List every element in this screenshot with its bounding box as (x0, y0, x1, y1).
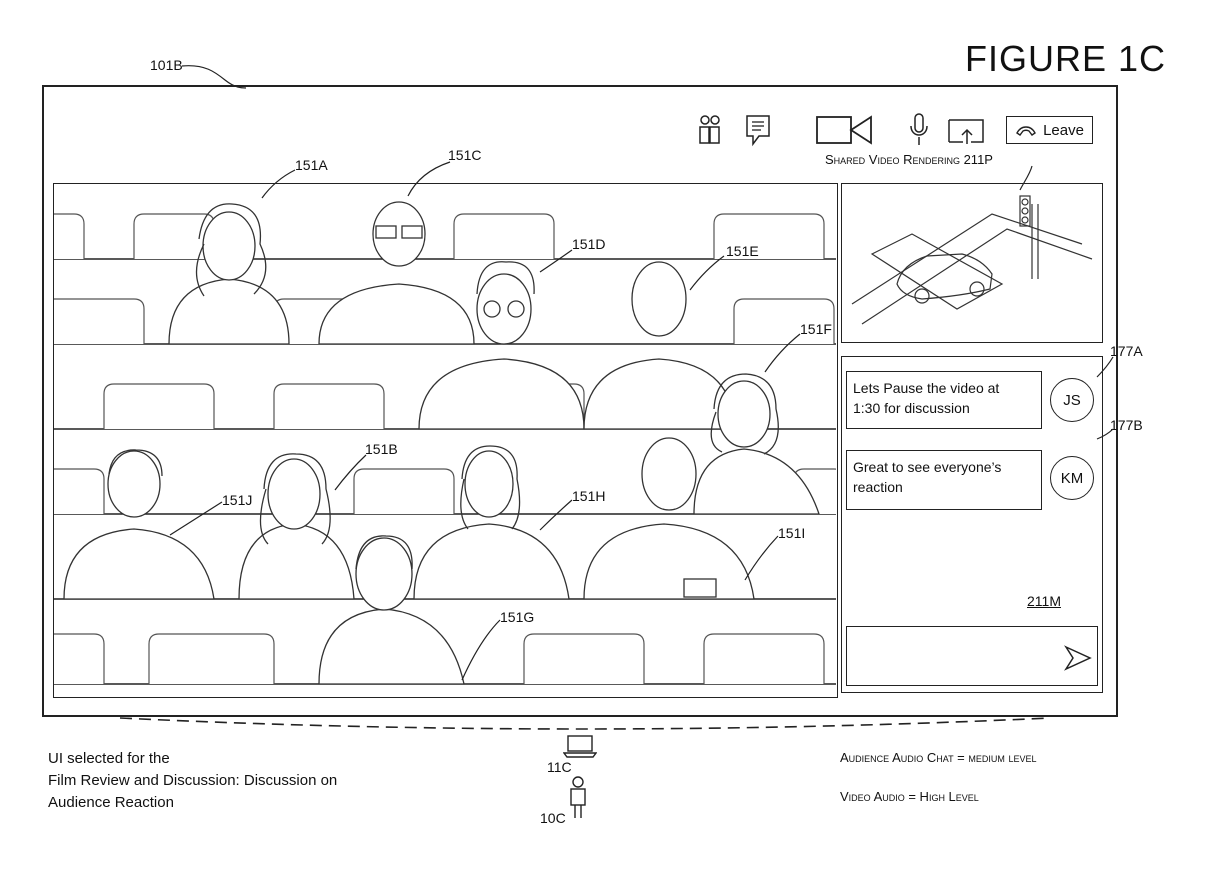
chat-message-text-line: reaction (853, 479, 903, 495)
ref-label-11c: 11C (547, 759, 572, 775)
ui-description: UI selected for the Film Review and Disc… (48, 748, 337, 814)
ref-label-151f: 151F (800, 321, 832, 337)
chat-message-bubble: Lets Pause the video at 1:30 for discuss… (846, 371, 1042, 429)
chat-icon[interactable] (745, 114, 773, 148)
avatar[interactable]: KM (1050, 456, 1094, 500)
chat-panel (841, 356, 1103, 693)
ref-label-151j: 151J (222, 492, 253, 508)
ref-label-151b: 151B (365, 441, 398, 457)
audience-panel (33, 183, 845, 698)
ref-label-151i: 151I (778, 525, 806, 541)
user-icon (566, 776, 590, 820)
chat-input-field[interactable] (846, 626, 1098, 686)
ref-label-211m: 211M (1027, 593, 1061, 609)
meeting-window (42, 85, 1118, 717)
chat-message-bubble: Great to see everyone’s reaction (846, 450, 1042, 510)
message-leader-lines (1096, 356, 1114, 440)
ui-description-line: Film Review and Discussion: Discussion o… (48, 772, 338, 789)
avatar-initials: KM (1060, 469, 1084, 487)
send-icon (1064, 645, 1092, 671)
microphone-icon[interactable] (908, 112, 930, 148)
ref-label-151c: 151C (448, 147, 482, 163)
leave-button[interactable]: Leave (1006, 116, 1093, 144)
ref-label-151g: 151G (500, 609, 535, 625)
participants-icon[interactable] (697, 114, 723, 146)
shared-video-label: Shared Video Rendering 211P (825, 152, 993, 167)
chat-message-text-line: Lets Pause the video at (853, 380, 1000, 396)
figure-title: FIGURE 1C (965, 38, 1167, 79)
video-scene-illustration (851, 195, 1093, 325)
ref-label-151a: 151A (295, 157, 328, 173)
ref-label-177b: 177B (1110, 417, 1143, 433)
chat-message-text-line: 1:30 for discussion (853, 400, 970, 416)
ref-label-177a: 177A (1110, 343, 1143, 359)
ref-label-ui: 101B (150, 57, 183, 73)
ref-leader-video (1019, 165, 1033, 191)
camera-icon[interactable] (815, 114, 875, 146)
hangup-icon (1016, 126, 1036, 136)
video-audio-level: Video Audio = High Level (840, 789, 979, 804)
avatar-initials: JS (1063, 391, 1081, 409)
share-screen-icon[interactable] (947, 118, 987, 146)
ui-description-line: Audience Reaction (48, 794, 174, 811)
ref-label-151d: 151D (572, 236, 606, 252)
ui-description-line: UI selected for the (48, 750, 170, 767)
avatar[interactable]: JS (1050, 378, 1094, 422)
chat-message-text-line: Great to see everyone’s (853, 459, 1002, 475)
ref-leader-ui (181, 65, 247, 89)
ref-label-151h: 151H (572, 488, 606, 504)
ref-label-10c: 10C (540, 810, 566, 826)
send-button[interactable] (1064, 645, 1092, 671)
laptop-icon (562, 733, 598, 759)
audience-illustration (33, 201, 845, 685)
ref-label-151e: 151E (726, 243, 759, 259)
audience-audio-level: Audience Audio Chat = medium level (840, 750, 1037, 765)
shared-video-panel[interactable] (841, 183, 1103, 343)
leave-label: Leave (1043, 121, 1084, 139)
